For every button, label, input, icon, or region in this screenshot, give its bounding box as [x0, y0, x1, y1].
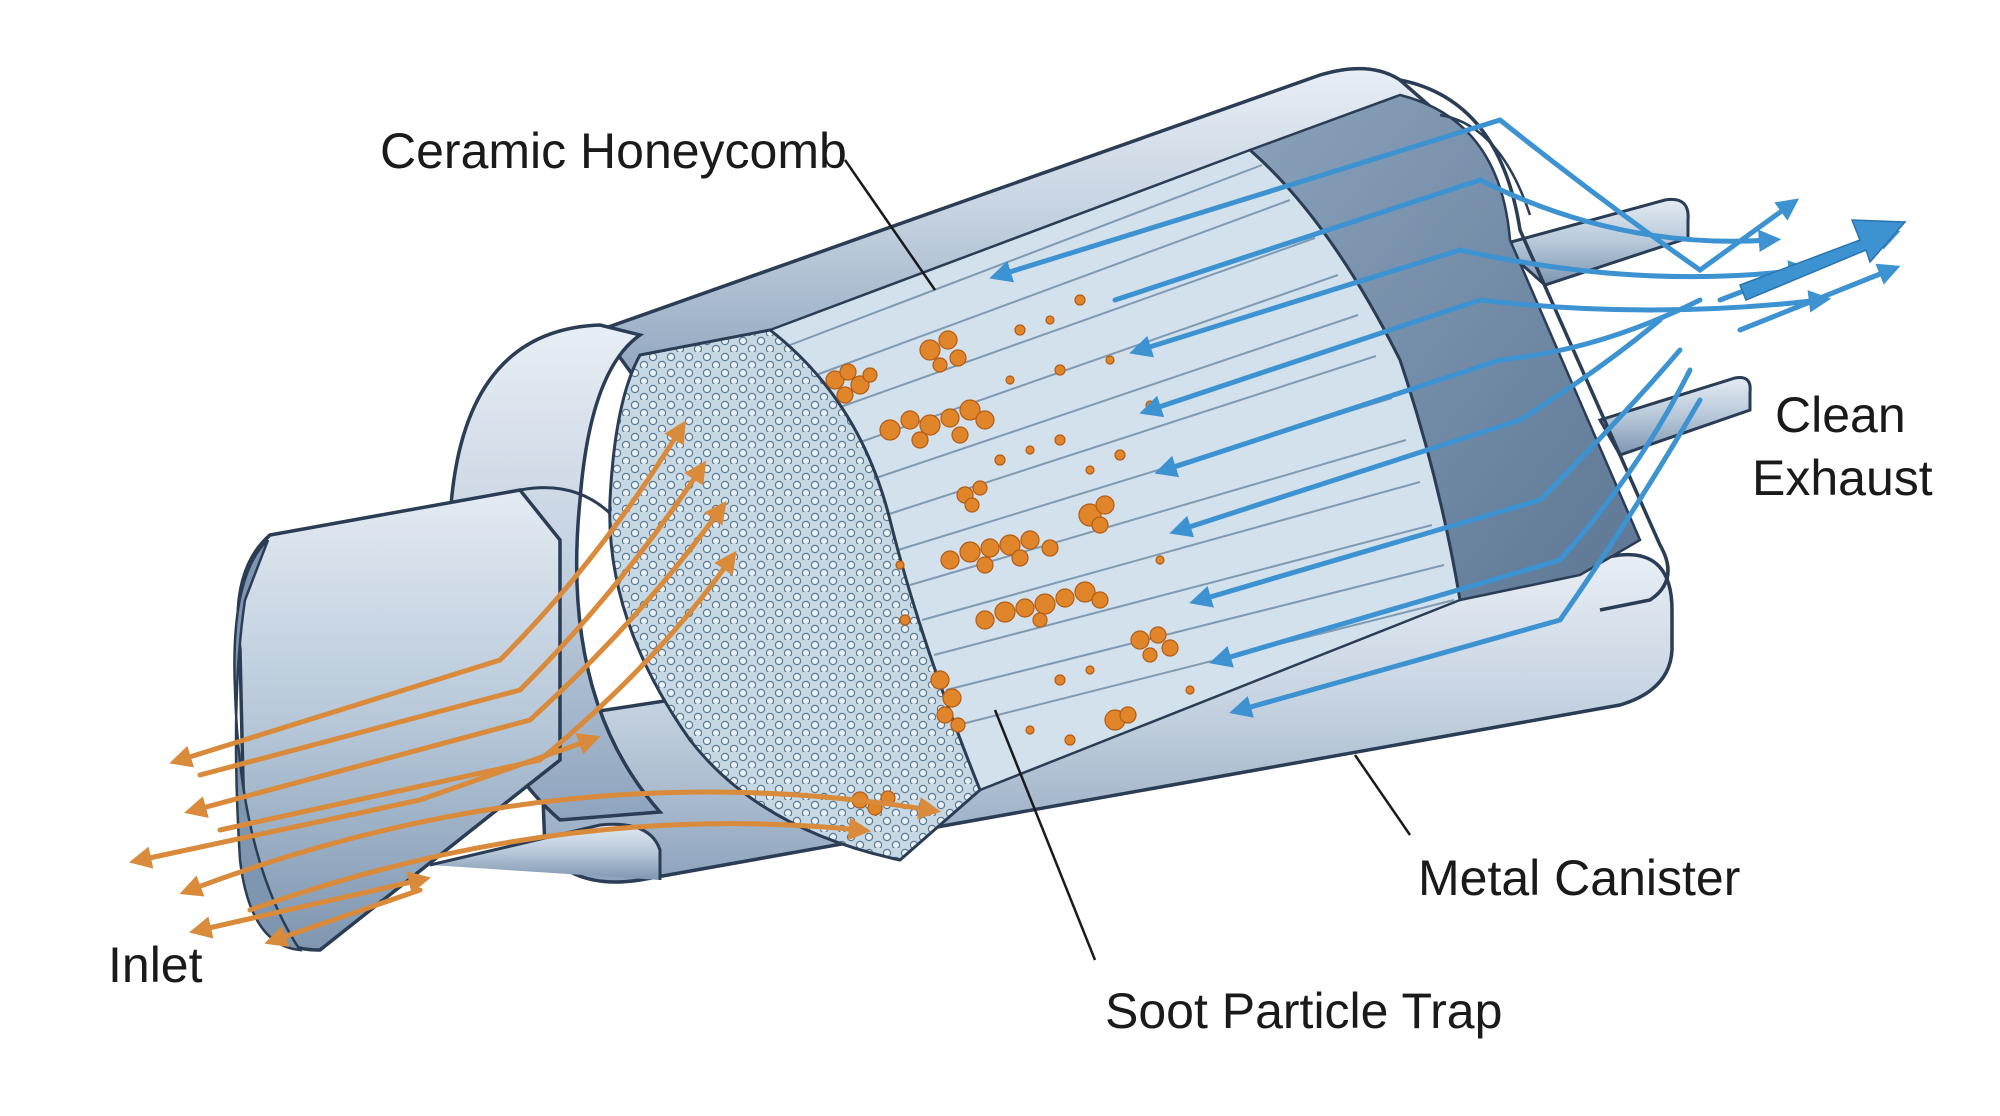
arrow-right-icon [1737, 263, 1901, 333]
leader-lines [843, 159, 1412, 961]
arrow-right-icon [1229, 397, 1703, 718]
arrow-left-icon [189, 871, 431, 939]
arrow-left-icon [184, 500, 727, 818]
arrow-left-icon [179, 789, 942, 897]
leader-ceramic-honeycomb [843, 159, 937, 291]
arrow-right-icon [1154, 297, 1703, 478]
label-soot-particle-trap: Soot Particle Trap [1105, 983, 1502, 1039]
inlet-flow-arrows [128, 420, 942, 947]
arrow-right-icon [1112, 177, 1782, 303]
arrow-right-icon [989, 117, 1800, 283]
label-clean-exhaust-line1: Clean [1775, 387, 1906, 443]
leader-soot-particle-trap [993, 709, 1097, 961]
label-clean-exhaust-line2: Exhaust [1752, 450, 1933, 506]
label-ceramic-honeycomb: Ceramic Honeycomb [380, 123, 847, 179]
arrow-right-icon [1139, 290, 1832, 418]
clean-flow-large-arrow [1739, 219, 1907, 301]
arrow-right-icon [1129, 247, 1812, 358]
leader-metal-canister [1353, 754, 1412, 836]
arrow-right-icon [1209, 367, 1693, 668]
arrow-right-icon [1189, 347, 1683, 608]
arrow-left-icon [264, 887, 423, 947]
label-metal-canister: Metal Canister [1418, 850, 1740, 906]
arrow-right-icon [1169, 317, 1663, 538]
label-inlet: Inlet [108, 937, 203, 993]
